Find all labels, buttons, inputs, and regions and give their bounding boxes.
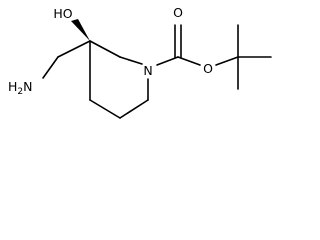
amine-subscript: 2: [17, 87, 23, 97]
bond-ch2-nh2: [42, 56, 59, 79]
bond-carbonyl-c-ester-o: [177, 56, 201, 66]
atom-label-carbonyl-oxygen: O: [173, 5, 183, 20]
amine-element-h: H: [8, 79, 17, 94]
bond-c5-c4: [89, 99, 121, 119]
atom-label-amine: H2N: [8, 79, 33, 97]
atom-label-hydroxyl: HO: [53, 6, 72, 21]
wedge-bond-c3-oh: [71, 19, 90, 41]
bond-c3-ch2: [57, 40, 91, 58]
bond-n1-carbonyl-c: [156, 56, 179, 66]
atom-label-ring-nitrogen: N: [143, 63, 152, 78]
molecule-structure: HO N O O H2N: [8, 5, 272, 119]
bond-ester-o-tbu: [215, 56, 239, 66]
bond-c2-n1: [119, 56, 143, 65]
atom-label-ester-oxygen: O: [203, 61, 213, 76]
bond-c6-c5: [119, 99, 149, 119]
amine-element-n: N: [23, 79, 32, 94]
bond-c3-c2: [89, 40, 121, 58]
